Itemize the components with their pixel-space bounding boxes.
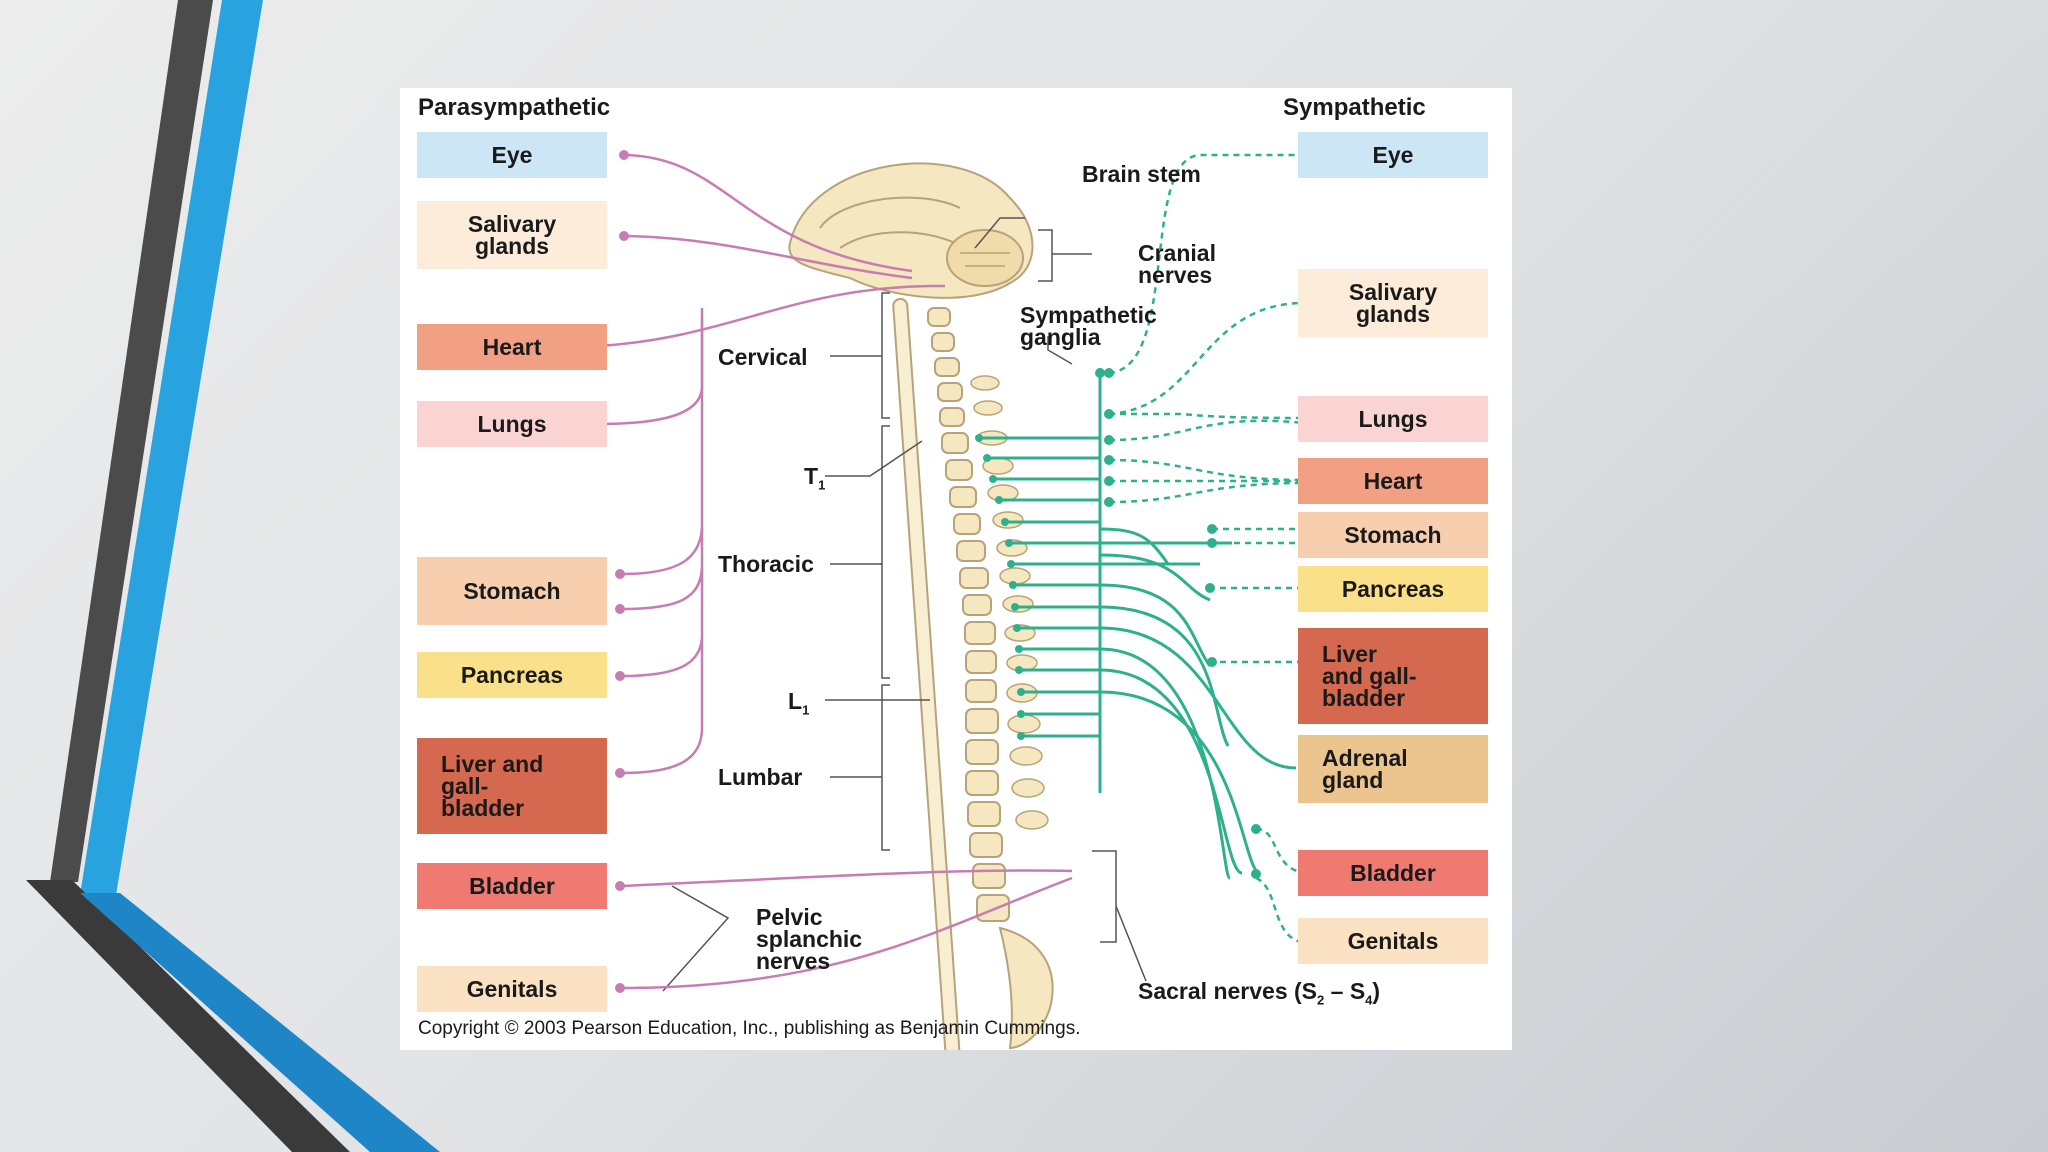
left-organ-pancreas: Pancreas xyxy=(417,652,607,698)
l1-subscript: 1 xyxy=(802,702,810,718)
lumbar-label: Lumbar xyxy=(718,764,803,790)
left-organ-salivary: Salivary glands xyxy=(417,201,607,269)
sacral-mid: – S xyxy=(1324,978,1366,1004)
right-organ-genitals-label: Genitals xyxy=(1347,928,1439,954)
right-organ-lungs: Lungs xyxy=(1298,396,1488,442)
cervical-label: Cervical xyxy=(718,344,808,370)
left-organ-heart: Heart xyxy=(417,324,607,370)
brain-illustration xyxy=(788,162,1034,299)
sacral-nerves-label: Sacral nerves (S2 – S4) xyxy=(1138,980,1380,1012)
left-organ-pancreas-label: Pancreas xyxy=(460,662,564,688)
right-organ-heart: Heart xyxy=(1298,458,1488,504)
left-organ-genitals-label: Genitals xyxy=(466,976,558,1002)
right-organ-genitals: Genitals xyxy=(1298,918,1488,964)
left-organ-salivary-label: Salivary glands xyxy=(467,211,557,259)
sacral-prefix: Sacral nerves (S xyxy=(1138,978,1318,1004)
right-organ-salivary: Salivary glands xyxy=(1298,269,1488,337)
sacral-suffix: ) xyxy=(1372,978,1381,1004)
left-organ-bladder-label: Bladder xyxy=(469,873,555,899)
right-organ-heart-label: Heart xyxy=(1363,468,1423,494)
parasympathetic-header: Parasympathetic xyxy=(418,94,611,121)
right-organ-lungs-label: Lungs xyxy=(1358,406,1428,432)
cranial-nerves-label: Cranial nerves xyxy=(1138,240,1216,288)
left-organ-eye: Eye xyxy=(417,132,607,178)
right-organ-eye-label: Eye xyxy=(1372,142,1414,168)
blue-bottom-bar xyxy=(80,893,440,1152)
left-organ-heart-label: Heart xyxy=(482,334,542,360)
right-organ-liver: Liver and gall- bladder xyxy=(1298,628,1488,724)
right-organ-bladder-label: Bladder xyxy=(1350,860,1436,886)
t1-subscript: 1 xyxy=(818,477,826,493)
t1-label: T1 xyxy=(804,465,825,497)
l1-label: L1 xyxy=(788,690,809,722)
copyright-notice: Copyright © 2003 Pearson Education, Inc.… xyxy=(418,1018,1081,1039)
left-organ-liver-label: Liver and gall- bladder xyxy=(441,751,544,821)
right-organ-bladder: Bladder xyxy=(1298,850,1488,896)
spinal-column xyxy=(892,297,1054,1050)
right-organ-adrenal: Adrenal gland xyxy=(1298,735,1488,803)
left-organ-liver: Liver and gall- bladder xyxy=(417,738,607,834)
left-organ-eye-label: Eye xyxy=(491,142,533,168)
sympathetic-ganglia-label: Sympathetic ganglia xyxy=(1020,302,1157,350)
sympathetic-chain xyxy=(980,368,1297,880)
gray-bar xyxy=(50,0,213,882)
left-organ-lungs: Lungs xyxy=(417,401,607,447)
brain-stem-label: Brain stem xyxy=(1082,161,1201,187)
right-organ-pancreas: Pancreas xyxy=(1298,566,1488,612)
sympathetic-postganglionic xyxy=(1108,153,1306,945)
left-organ-stomach-label: Stomach xyxy=(463,578,561,604)
autonomic-nervous-system-figure: Parasympathetic Sympathetic Eye Salivary… xyxy=(400,88,1512,1050)
right-organ-eye: Eye xyxy=(1298,132,1488,178)
right-organ-liver-label: Liver and gall- bladder xyxy=(1322,641,1417,711)
right-organ-stomach-label: Stomach xyxy=(1344,522,1442,548)
sympathetic-header: Sympathetic xyxy=(1283,94,1426,121)
right-organ-pancreas-label: Pancreas xyxy=(1341,576,1445,602)
parasympathetic-nerves xyxy=(597,153,1073,990)
right-organ-adrenal-label: Adrenal gland xyxy=(1322,745,1408,793)
left-organ-bladder: Bladder xyxy=(417,863,607,909)
right-organ-salivary-label: Salivary glands xyxy=(1348,279,1438,327)
thoracic-label: Thoracic xyxy=(718,551,814,577)
gray-bottom-bar xyxy=(26,880,350,1152)
sacral-subscript-1: 2 xyxy=(1317,992,1325,1008)
blue-bar xyxy=(80,0,263,895)
region-brackets xyxy=(662,217,1147,992)
sacral-subscript-2: 4 xyxy=(1365,992,1373,1008)
l1-letter: L xyxy=(788,688,803,714)
t1-letter: T xyxy=(804,463,819,489)
right-organ-stomach: Stomach xyxy=(1298,512,1488,558)
left-organ-genitals: Genitals xyxy=(417,966,607,1012)
left-organ-lungs-label: Lungs xyxy=(477,411,547,437)
pelvic-splanchic-nerves-label: Pelvic splanchic nerves xyxy=(756,904,863,974)
left-organ-stomach: Stomach xyxy=(417,557,607,625)
